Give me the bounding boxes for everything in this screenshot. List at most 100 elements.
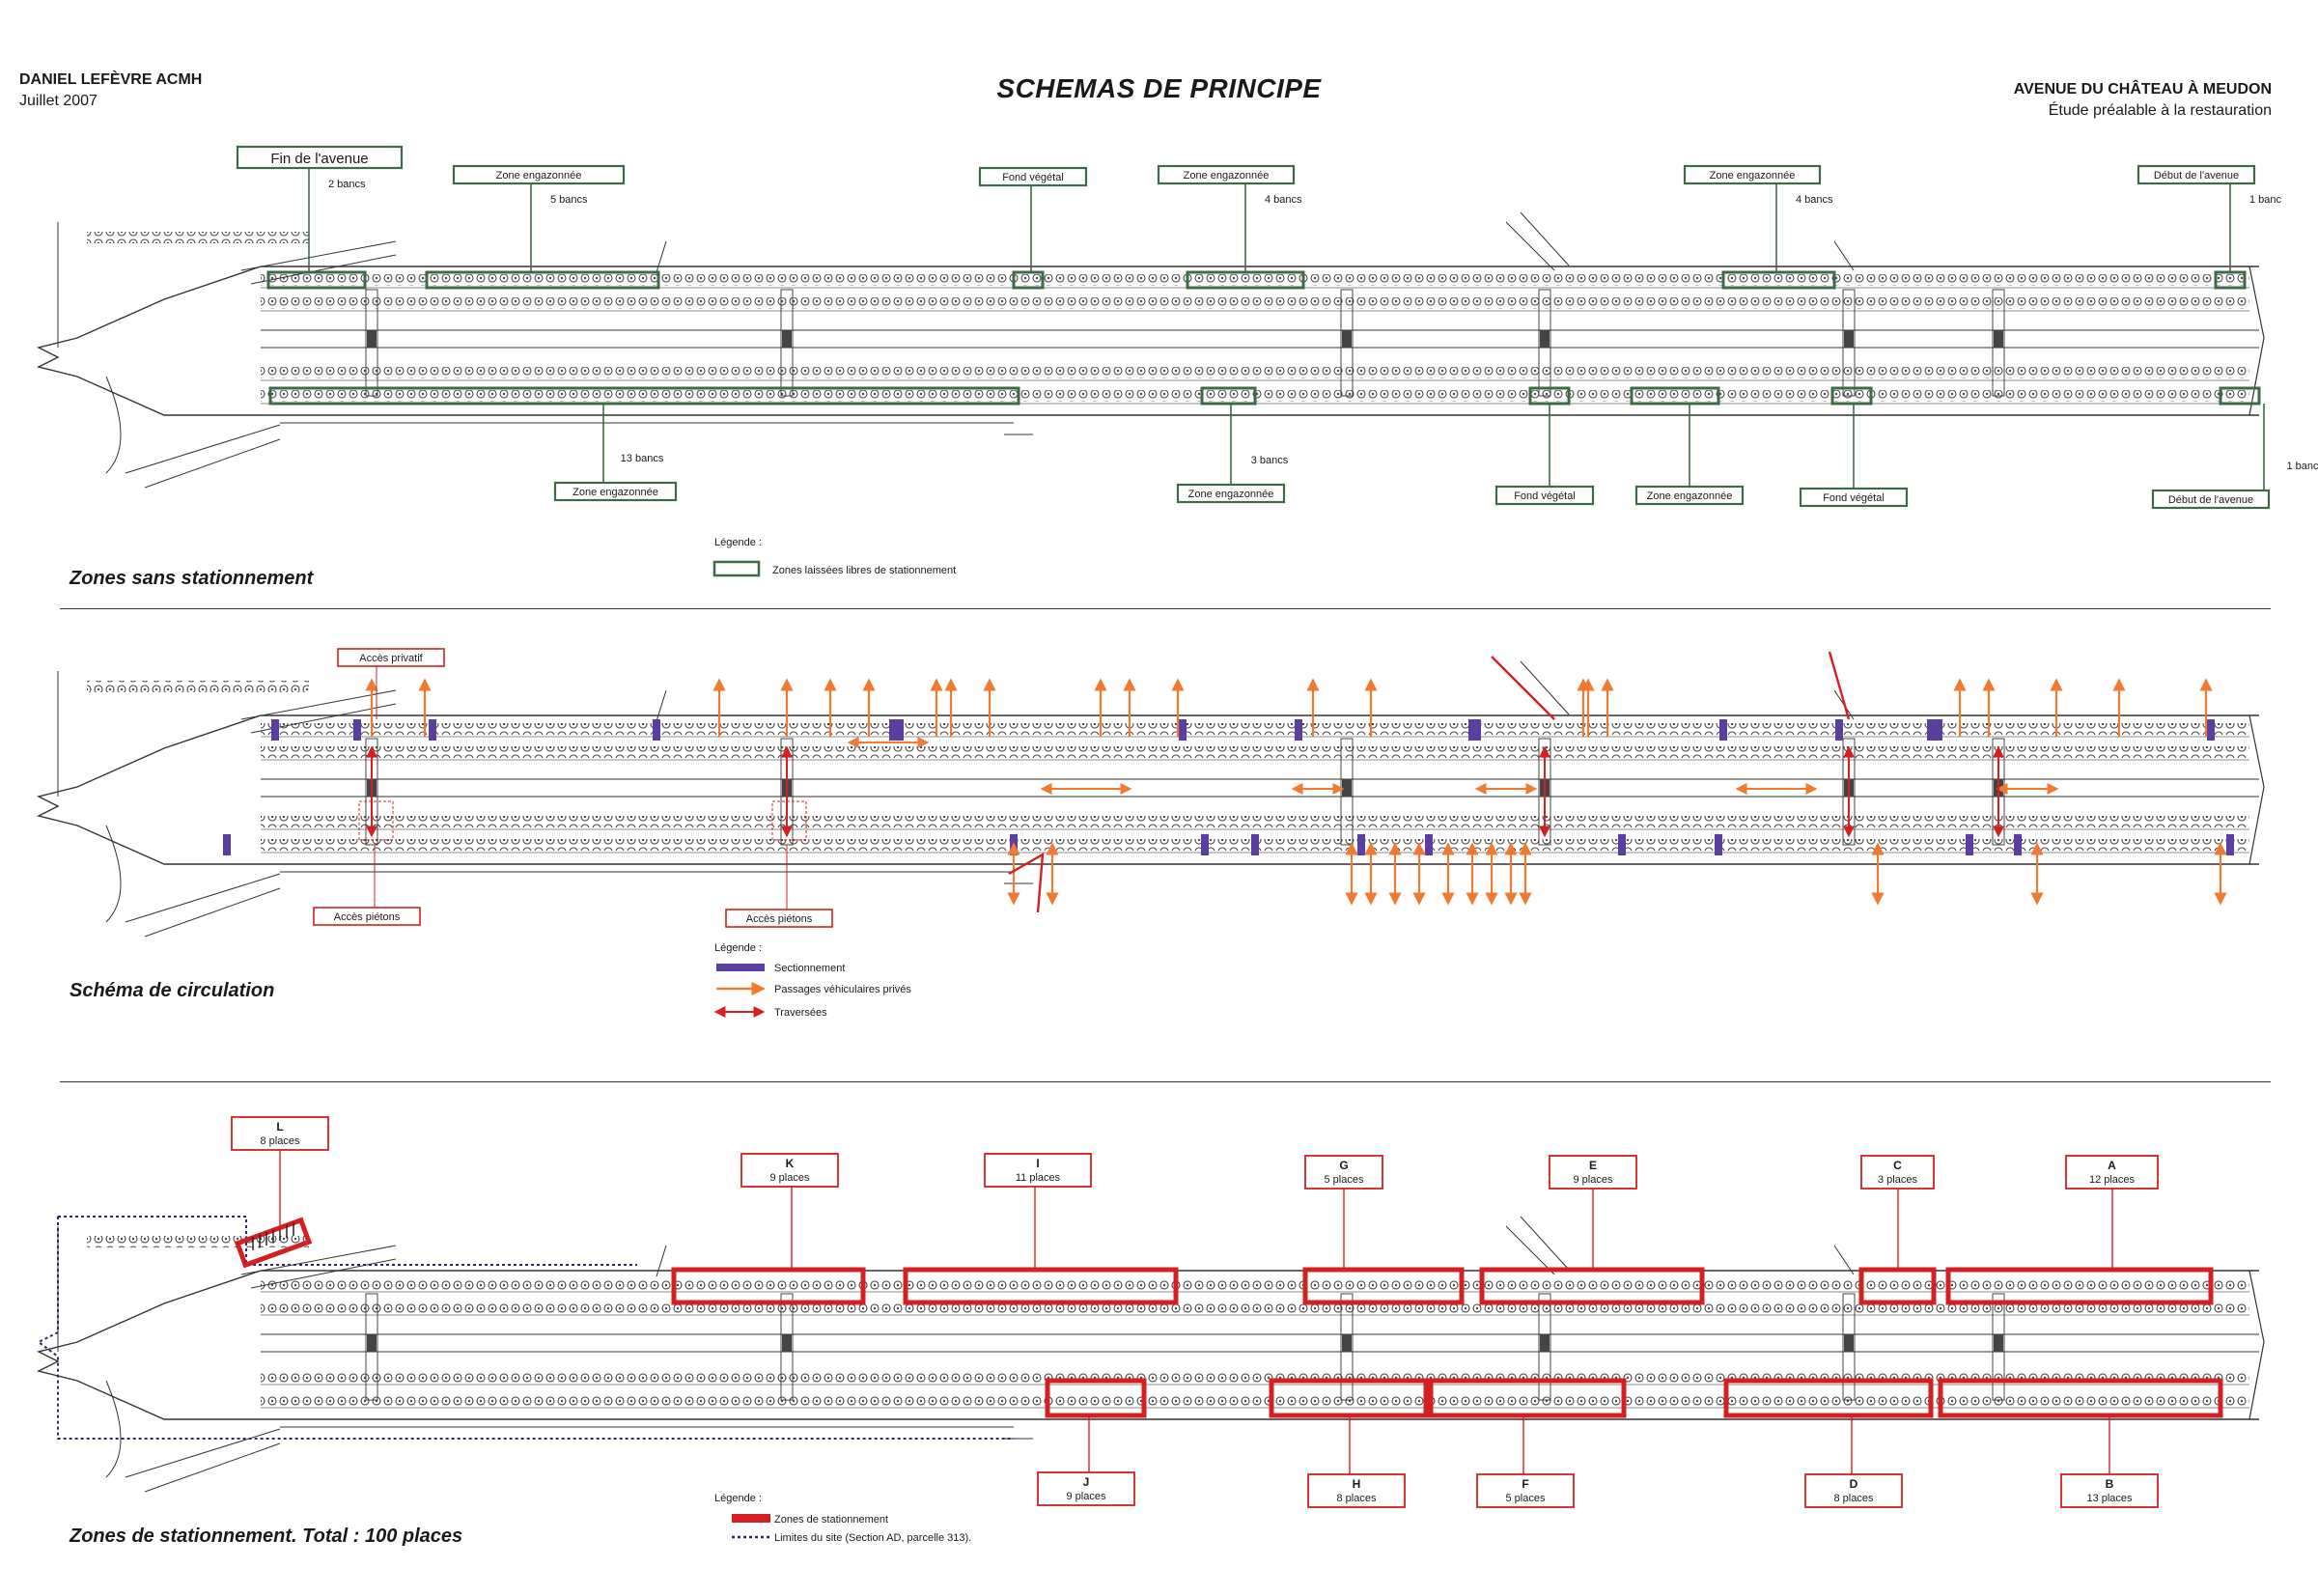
- zone-letter: B: [2106, 1477, 2114, 1491]
- side-road: [240, 240, 397, 271]
- label-text: Accès piétons: [746, 913, 813, 925]
- section-bar: [1179, 719, 1187, 741]
- label-box: [1804, 1473, 1903, 1508]
- section-bar: [653, 719, 660, 741]
- label-box: [1037, 1471, 1135, 1506]
- label-box: [740, 1153, 839, 1188]
- label-text: Zone engazonnée: [1647, 490, 1733, 502]
- zone-places: 9 places: [1574, 1174, 1613, 1186]
- pedestrian-access-box: [358, 800, 394, 841]
- zone-places: 9 places: [770, 1172, 810, 1184]
- panel-title: Zones de stationnement. Total : 100 plac…: [70, 1526, 463, 1547]
- zone-label-j: J9 places: [1037, 1415, 1135, 1506]
- zone-places: 5 places: [1325, 1174, 1364, 1186]
- passage-marker: [782, 1334, 792, 1352]
- label-box: [553, 481, 678, 502]
- parking-zone: [1045, 1378, 1147, 1418]
- panel-separator: [60, 608, 2271, 609]
- label-box: [1157, 164, 1296, 185]
- label-text: Zone engazonnée: [1710, 170, 1796, 182]
- zone-label-e: E 9 places: [1549, 1155, 1637, 1270]
- parking-zone: [1302, 1267, 1465, 1305]
- label-box: [984, 1153, 1092, 1188]
- section-bar: [1468, 719, 1476, 741]
- section-bar: [1251, 834, 1259, 855]
- cross-passage: [780, 289, 794, 397]
- section-bar: [896, 719, 904, 741]
- side-street: [1520, 660, 1570, 715]
- parking-zone: [1945, 1267, 2214, 1305]
- red-traversal-line: [1828, 651, 1851, 720]
- side-street: [1520, 211, 1570, 266]
- section-bar: [1618, 834, 1626, 855]
- section-bar: [1835, 719, 1843, 741]
- legend-label: Passages véhiculaires privés: [774, 984, 911, 995]
- zone-places: 8 places: [261, 1135, 300, 1147]
- project-subtitle: Étude préalable à la restauration: [2048, 102, 2272, 119]
- legend-label: Zones laissées libres de stationnement: [772, 565, 956, 576]
- side-road: [240, 689, 397, 720]
- label-top: Accès privatif: [337, 648, 445, 719]
- section-bar: [1473, 719, 1481, 741]
- green-zone: [1200, 386, 1257, 406]
- section-bar: [429, 719, 436, 741]
- passage-marker: [367, 330, 377, 348]
- zone-label-b: B 13 places: [2060, 1415, 2159, 1508]
- legend-heading: Légende :: [714, 537, 762, 548]
- parking-zone: [903, 1267, 1179, 1305]
- label-bottom: Accès piétons: [313, 845, 421, 926]
- legend-label: Limites du site (Section AD, parcelle 31…: [774, 1532, 971, 1544]
- label-box: [725, 909, 833, 928]
- zone-letter: I: [1036, 1157, 1039, 1170]
- side-road: [250, 254, 397, 285]
- label-bottom: Zone engazonnée: [1634, 404, 1745, 506]
- tree-row: [87, 1236, 309, 1247]
- label-box: [236, 145, 404, 170]
- zone-places: 8 places: [1337, 1493, 1377, 1504]
- label-text: Fin de l'avenue: [270, 151, 368, 167]
- tree-row: [87, 681, 309, 692]
- cross-passage: [1992, 289, 2005, 397]
- label-bottom: Fond végétal: [1494, 404, 1595, 506]
- avenue-start-fan: [36, 266, 262, 416]
- label-text: Zone engazonnée: [1188, 489, 1274, 500]
- project-name: AVENUE DU CHÂTEAU À MEUDON: [2013, 81, 2272, 98]
- tree-row: [261, 723, 2249, 735]
- side-road: [144, 438, 281, 489]
- avenue-end: [2248, 1270, 2265, 1420]
- section-bar: [353, 719, 361, 741]
- cross-passage: [1340, 289, 1354, 397]
- section-bar: [2014, 834, 2022, 855]
- section-bar: [271, 719, 279, 741]
- label-text: Début de l'avenue: [2154, 170, 2239, 182]
- label-box: [452, 164, 626, 185]
- zone-letter: E: [1589, 1159, 1597, 1172]
- label-top: Fond végétal: [978, 166, 1088, 272]
- label-box: [1476, 1473, 1575, 1508]
- zone-places: 13 places: [2086, 1493, 2133, 1504]
- bench-count: 2 bancs: [328, 179, 366, 190]
- zone-label-k: K9 places: [740, 1153, 839, 1270]
- zone-places: 3 places: [1878, 1174, 1917, 1186]
- purple-bar-icon: [716, 964, 765, 971]
- tree-row: [261, 816, 2249, 827]
- label-box: [1683, 164, 1822, 185]
- zone-label-f: F5 places: [1476, 1415, 1575, 1508]
- tree-row: [261, 1394, 2249, 1406]
- green-zone: [1012, 270, 1045, 290]
- label-box: [1860, 1155, 1935, 1190]
- green-zone: [266, 270, 367, 290]
- zone-letter: H: [1353, 1477, 1361, 1491]
- zone-places: 12 places: [2089, 1174, 2136, 1186]
- section-bar: [1927, 719, 1935, 741]
- label-box: [2151, 489, 2271, 510]
- side-road: [144, 887, 281, 938]
- cross-passage: [1992, 1293, 2005, 1401]
